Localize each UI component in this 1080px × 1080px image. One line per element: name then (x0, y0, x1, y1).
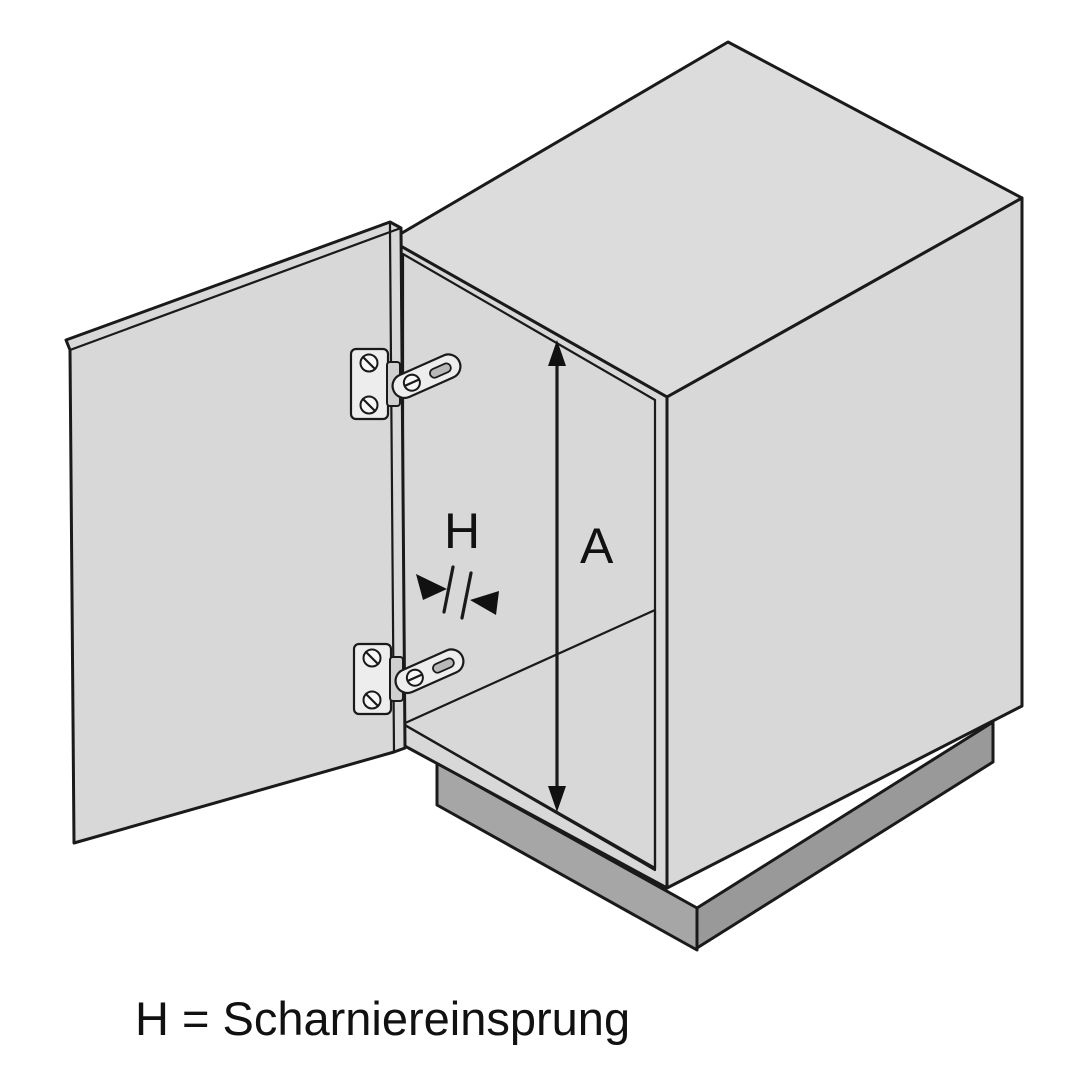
hinge-top-arm-slot (429, 362, 452, 379)
dimension-hinge-inset: H (416, 503, 499, 620)
dimension-a-arrowhead-up (548, 340, 566, 366)
hinge-top-screw-lower-slot (361, 397, 377, 413)
plinth-right-face (695, 720, 995, 950)
label-inner-height: A (580, 518, 614, 574)
label-hinge-inset: H (444, 503, 480, 559)
door-hinge-edge (388, 226, 407, 754)
hinge-top-arm-screw-slot (404, 378, 420, 387)
hinge-bottom-arm-slot (432, 657, 455, 674)
hinge-bottom-screw-lower-slot (364, 692, 380, 708)
hinge-inset-arrow-right (470, 591, 499, 615)
hinge-inset-ref-line-left (442, 565, 455, 614)
dimension-inner-height: A (548, 340, 614, 812)
cabinet-floor (401, 608, 657, 870)
hinge-top-arm (391, 353, 462, 400)
door-silhouette (64, 220, 407, 845)
hinge-bottom-screw-upper-slot (364, 650, 380, 666)
dimension-a-arrowhead-down (548, 786, 566, 812)
plinth-front-face (435, 761, 699, 952)
hinge-bottom-arm-screw-slot (407, 673, 423, 682)
door (64, 220, 407, 845)
hinge-top (349, 347, 462, 421)
hinge-bottom-arm (394, 648, 465, 695)
cabinet (388, 40, 1024, 952)
legend-text: H = Scharniereinsprung (135, 992, 630, 1045)
hinge-bottom (352, 642, 465, 716)
hinge-inset-arrow-left (416, 574, 447, 600)
hinge-inset-ref-line-right (460, 571, 473, 620)
hinge-top-screw-upper-slot (361, 355, 377, 371)
